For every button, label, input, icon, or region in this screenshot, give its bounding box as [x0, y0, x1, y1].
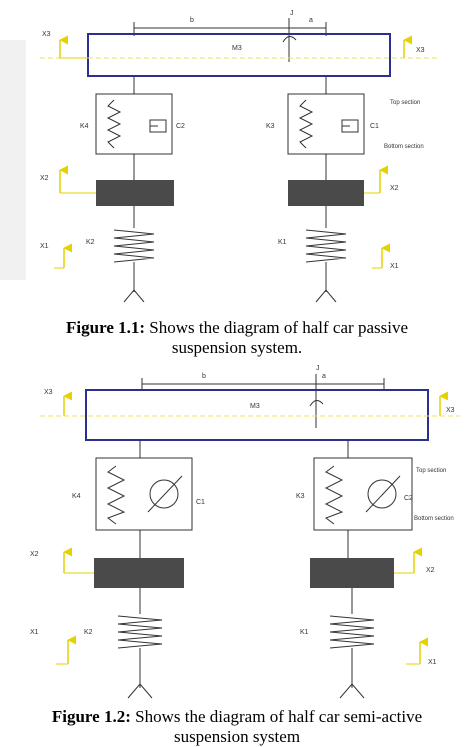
left-road-contact-icon	[123, 289, 145, 303]
c-left-label-2: C1	[196, 499, 205, 506]
figure-1-caption-label: Figure 1.1:	[66, 318, 146, 337]
c-right-label-2: C2	[404, 495, 413, 502]
left-wheel-mass-2	[94, 558, 184, 588]
dim-a-label: a	[309, 17, 313, 24]
left-suspension-frame	[95, 93, 173, 155]
figure-1: b a J M3 X3 X3 K4 C2 K3 C1 Top section B…	[40, 10, 440, 303]
x3-left-label: X3	[42, 31, 51, 38]
dim-j-label-2: J	[316, 365, 320, 372]
right-variable-damper-icon	[367, 479, 397, 509]
k2-label-2: K2	[84, 629, 93, 636]
x2-left-label-2: X2	[30, 551, 39, 558]
x1-right-label: X1	[390, 263, 399, 270]
k1-label: K1	[278, 239, 287, 246]
rotation-arrow-icon-2	[309, 400, 324, 407]
k4-label: K4	[80, 123, 89, 130]
bottom-section-label-2: Bottom section	[414, 516, 454, 522]
bottom-section-label: Bottom section	[384, 144, 424, 150]
mass-label: M3	[232, 45, 242, 52]
x2-right-label-2: X2	[426, 567, 435, 574]
dim-b-label: b	[190, 17, 194, 24]
right-road-contact-icon	[315, 289, 337, 303]
k3-label-2: K3	[296, 493, 305, 500]
right-spring-k3-2	[324, 465, 344, 525]
left-suspension-frame-2	[95, 457, 193, 531]
left-tire-spring-k2	[113, 229, 155, 263]
x3-right-label-2: X3	[446, 407, 455, 414]
mass-label-2: M3	[250, 403, 260, 410]
left-spring-k4	[106, 99, 122, 149]
figure-1-caption-text: Shows the diagram of half car passive	[145, 318, 408, 337]
dim-b-label-2: b	[202, 373, 206, 380]
x2-left-label: X2	[40, 175, 49, 182]
figure-2-caption: Figure 1.2: Shows the diagram of half ca…	[0, 707, 474, 747]
x2-right-label: X2	[390, 185, 399, 192]
c-right-label: C1	[370, 123, 379, 130]
right-tire-spring-k1-2	[329, 615, 375, 649]
left-variable-damper-icon	[149, 479, 179, 509]
right-wheel-mass	[288, 180, 364, 206]
watermark-block	[0, 40, 26, 280]
c-left-label: C2	[176, 123, 185, 130]
k2-label: K2	[86, 239, 95, 246]
figure-2-caption-label: Figure 1.2:	[51, 707, 131, 726]
rotation-arrow-icon	[282, 36, 297, 43]
top-section-label: Top section	[390, 100, 420, 106]
car-body-mass-2	[85, 389, 429, 441]
left-spring-k4-2	[106, 465, 126, 525]
x3-left-label-2: X3	[44, 389, 53, 396]
top-section-label-2: Top section	[416, 468, 446, 474]
car-body-mass	[87, 33, 391, 77]
x1-left-label-2: X1	[30, 629, 39, 636]
right-road-contact-icon-2	[339, 683, 365, 699]
x1-right-label-2: X1	[428, 659, 437, 666]
k1-label-2: K1	[300, 629, 309, 636]
right-spring-k3	[298, 99, 314, 149]
right-suspension-frame-2	[313, 457, 413, 531]
right-wheel-mass-2	[310, 558, 394, 588]
figure-1-caption-line2: suspension system.	[171, 338, 303, 357]
x1-left-label: X1	[40, 243, 49, 250]
figure-1-caption: Figure 1.1: Shows the diagram of half ca…	[0, 318, 474, 358]
left-wheel-mass	[96, 180, 174, 206]
k3-label: K3	[266, 123, 275, 130]
right-tire-spring-k1	[305, 229, 347, 263]
left-tire-spring-k2-2	[117, 615, 163, 649]
dim-j-label: J	[290, 10, 294, 17]
x3-right-label: X3	[416, 47, 425, 54]
right-suspension-frame	[287, 93, 365, 155]
k4-label-2: K4	[72, 493, 81, 500]
figure-2-caption-text: Shows the diagram of half car semi-activ…	[130, 707, 423, 726]
left-road-contact-icon-2	[127, 683, 153, 699]
figure-2: b a J M3 X3 X3 K4 C1 K3 C2 Top section B…	[30, 365, 460, 699]
dim-a-label-2: a	[322, 373, 326, 380]
